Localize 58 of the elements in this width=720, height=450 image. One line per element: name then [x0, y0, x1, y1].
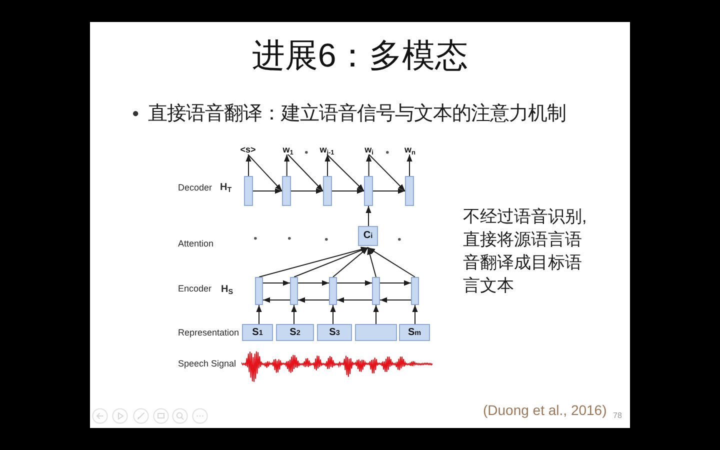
arrow	[366, 206, 372, 226]
encoder-state	[255, 277, 263, 305]
arrow	[368, 154, 406, 192]
decoder-state	[405, 176, 414, 206]
arrow	[324, 154, 330, 176]
decoder-state	[244, 176, 253, 206]
arrow	[380, 280, 412, 286]
math-symbol: H$_{S}$	[221, 285, 234, 295]
arrow	[262, 297, 290, 303]
arrow	[367, 247, 376, 278]
representation-frame	[355, 324, 397, 341]
note-text: 不经过语音识别,直接将源语言语音翻译成目标语言文本	[463, 206, 588, 296]
row-label: Attention	[178, 240, 214, 248]
encoder-state	[411, 277, 419, 305]
encoder-state	[372, 277, 380, 305]
row-label: Encoder	[178, 284, 212, 294]
output-token: w$_{1}$	[282, 146, 294, 154]
arrow	[336, 297, 372, 303]
arrow	[262, 280, 290, 286]
arrow	[298, 280, 330, 286]
output-token: w$_{n}$	[404, 146, 416, 154]
output-token: w$_{i-1}$	[320, 146, 334, 154]
decoder-state	[364, 176, 373, 206]
slide-title: 进展6：多模态	[252, 38, 468, 72]
arrow	[366, 154, 372, 176]
arrow	[246, 154, 252, 176]
arrow	[380, 297, 412, 303]
row-label: Decoder	[178, 184, 212, 192]
encoder-state	[329, 277, 337, 305]
arrow	[298, 297, 330, 303]
arrow	[330, 304, 336, 324]
arrow	[368, 247, 416, 278]
arrow	[284, 154, 290, 176]
arrow	[248, 154, 282, 192]
row-label: Speech Signal	[178, 360, 236, 368]
decoder-state	[323, 176, 332, 206]
arrow	[332, 188, 364, 194]
encoder-state	[290, 277, 298, 305]
output-token: w$_{i}$	[364, 146, 374, 154]
output-token: <s>	[240, 146, 256, 154]
bullet-text: 直接语音翻译：建立语音信号与文本的注意力机制	[148, 104, 566, 124]
arrow	[326, 154, 364, 192]
citation: (Duong et al., 2016)	[483, 403, 607, 417]
arrow	[290, 188, 324, 194]
arrow	[412, 304, 418, 324]
page-number: 78	[613, 412, 622, 420]
arrow	[288, 154, 324, 192]
arrow	[294, 247, 368, 278]
decoder-state	[282, 176, 291, 206]
arrow	[373, 304, 379, 324]
math-symbol: H$_{T}$	[220, 183, 232, 193]
arrow	[336, 280, 372, 286]
arrow	[332, 247, 368, 278]
arrow	[252, 188, 282, 194]
arrow	[291, 304, 297, 324]
arrow	[372, 188, 406, 194]
arrow	[256, 304, 262, 324]
arrow	[406, 154, 412, 176]
